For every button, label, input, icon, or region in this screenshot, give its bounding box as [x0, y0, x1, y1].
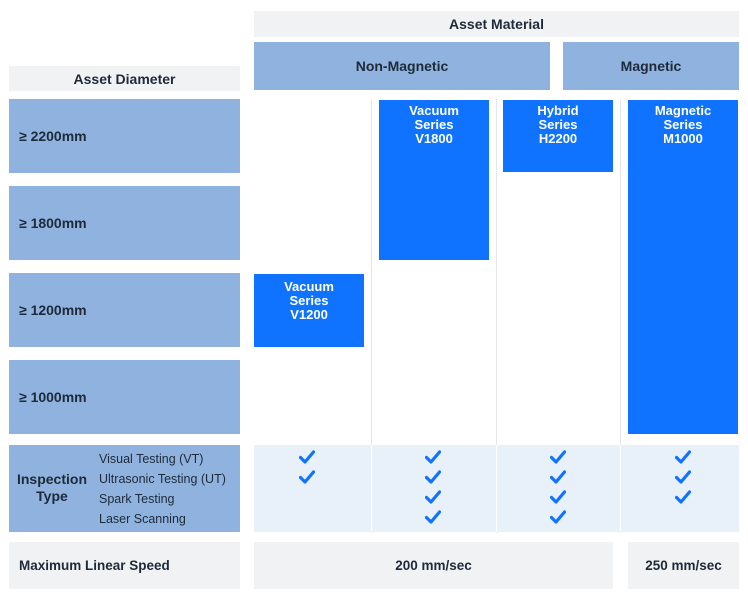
column-divider [496, 445, 497, 532]
inspection-type-title: Inspection Type [16, 471, 87, 504]
test-laser-scanning: Laser Scanning [99, 512, 186, 526]
diameter-row-1800: ≥ 1800mm [9, 186, 240, 260]
column-divider [620, 99, 621, 533]
speed-nonmagnetic-value: 200 mm/sec [254, 542, 613, 589]
check-icon [550, 490, 566, 504]
column-divider [371, 445, 372, 532]
inspection-type-label-cell: Inspection Type [9, 445, 240, 532]
test-ultrasonic-testing: Ultrasonic Testing (UT) [99, 472, 226, 486]
column-divider [496, 99, 497, 533]
asset-diameter-header: Asset Diameter [9, 66, 240, 91]
column-divider [620, 445, 621, 532]
check-icon [299, 470, 315, 484]
check-icon [425, 510, 441, 524]
test-visual-testing: Visual Testing (VT) [99, 452, 204, 466]
asset-material-header: Asset Material [254, 11, 739, 37]
check-icon [425, 450, 441, 464]
diameter-row-1200: ≥ 1200mm [9, 273, 240, 347]
check-icon [299, 450, 315, 464]
check-icon [550, 470, 566, 484]
check-icon [550, 450, 566, 464]
speed-magnetic-value: 250 mm/sec [628, 542, 739, 589]
check-icon [675, 490, 691, 504]
column-divider [371, 99, 372, 533]
check-icon [425, 470, 441, 484]
check-icon [425, 490, 441, 504]
check-icon [550, 510, 566, 524]
max-linear-speed-label: Maximum Linear Speed [9, 542, 240, 589]
check-icon [675, 450, 691, 464]
diameter-row-1000: ≥ 1000mm [9, 360, 240, 434]
magnetic-header: Magnetic [563, 42, 739, 90]
diameter-row-2200: ≥ 2200mm [9, 99, 240, 173]
check-icon [675, 470, 691, 484]
test-spark-testing: Spark Testing [99, 492, 175, 506]
non-magnetic-header: Non-Magnetic [254, 42, 550, 90]
